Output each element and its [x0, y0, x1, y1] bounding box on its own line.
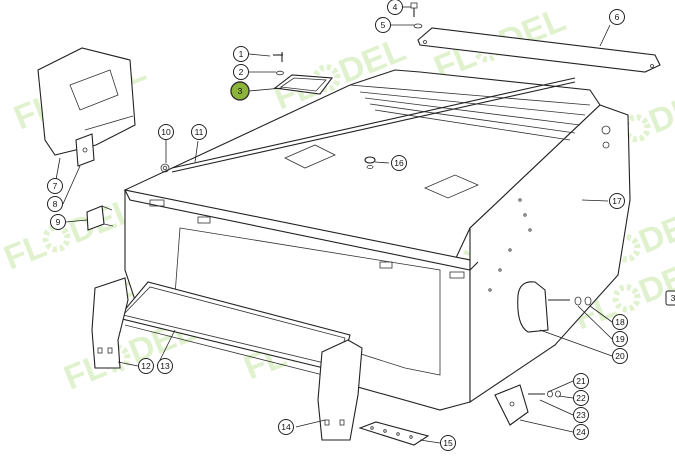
- callout-22[interactable]: 22: [573, 390, 589, 406]
- front-beam: [117, 281, 351, 379]
- callout-number: 4: [393, 2, 398, 12]
- callout-circle: [158, 124, 174, 140]
- callout-number: 19: [615, 334, 625, 344]
- callout-circle: [612, 348, 628, 364]
- callout-number: 20: [615, 351, 625, 361]
- callout-circle: [573, 407, 589, 423]
- front-recess: [174, 227, 441, 376]
- edge-callout-label: 3: [671, 293, 675, 303]
- callout-1[interactable]: 1: [233, 46, 249, 62]
- callout-circle: [233, 46, 249, 62]
- callout-number: 15: [443, 438, 453, 448]
- plug: [364, 156, 376, 169]
- callout-number: 2: [239, 67, 244, 77]
- callout-9[interactable]: 9: [50, 214, 66, 230]
- right-side-panel: [469, 104, 631, 404]
- callout-10[interactable]: 10: [158, 124, 174, 140]
- callout-number: 6: [615, 12, 620, 22]
- callout-number: 22: [576, 393, 586, 403]
- callout-15[interactable]: 15: [440, 435, 456, 451]
- callout-5[interactable]: 5: [375, 17, 391, 33]
- callout-number: 24: [576, 427, 586, 437]
- callout-number: 17: [612, 196, 622, 206]
- callout-23[interactable]: 23: [573, 407, 589, 423]
- callout-circle: [50, 214, 66, 230]
- callout-20[interactable]: 20: [612, 348, 628, 364]
- callout-number: 5: [381, 20, 386, 30]
- callout-number: 8: [53, 199, 58, 209]
- deck-hatch-right: [423, 174, 480, 199]
- callout-circle: [375, 17, 391, 33]
- callout-19[interactable]: 19: [612, 331, 628, 347]
- callout-number: 1: [239, 49, 244, 59]
- callout-circle: [612, 314, 628, 330]
- lower-right-bracket: [494, 384, 561, 426]
- callout-number: 13: [160, 361, 170, 371]
- callout-circle: [278, 419, 294, 435]
- hinge-strip: [358, 421, 430, 446]
- main-frame: [123, 69, 631, 411]
- callout-4[interactable]: 4: [387, 0, 403, 15]
- callout-14[interactable]: 14: [278, 419, 294, 435]
- callout-18[interactable]: 18: [612, 314, 628, 330]
- callout-number: 23: [576, 410, 586, 420]
- cover-plate: [417, 27, 661, 73]
- callout-number: 18: [615, 317, 625, 327]
- callout-number: 14: [281, 422, 291, 432]
- callout-circle: [387, 0, 403, 15]
- callout-circle: [230, 81, 250, 101]
- callout-circle: [157, 358, 173, 374]
- callout-21[interactable]: 21: [573, 373, 589, 389]
- tie-rod: [160, 77, 576, 173]
- callout-circle: [233, 64, 249, 80]
- callout-3[interactable]: 3: [230, 81, 250, 101]
- callout-circle: [612, 331, 628, 347]
- right-leg-bracket: [317, 339, 363, 441]
- callout-circle: [47, 196, 63, 212]
- callout-circle: [191, 124, 207, 140]
- callout-11[interactable]: 11: [191, 124, 207, 140]
- side-pad: [517, 281, 592, 333]
- callout-6[interactable]: 6: [609, 9, 625, 25]
- callout-number: 7: [53, 181, 58, 191]
- callout-13[interactable]: 13: [157, 358, 173, 374]
- left-bracket-plate: [37, 47, 136, 156]
- callout-7[interactable]: 7: [47, 178, 63, 194]
- top-bolt: [410, 2, 423, 29]
- callout-circle: [138, 358, 154, 374]
- callout-circle: [609, 9, 625, 25]
- edge-callout: 3: [665, 290, 675, 306]
- bracket-small: [75, 133, 95, 167]
- callout-16[interactable]: 16: [391, 155, 407, 171]
- callout-24[interactable]: 24: [573, 424, 589, 440]
- hatch-cover: [273, 52, 334, 95]
- callout-circle: [573, 424, 589, 440]
- callout-12[interactable]: 12: [138, 358, 154, 374]
- left-leg-bracket: [91, 277, 129, 369]
- callout-circle: [573, 390, 589, 406]
- leader-lines: [54, 6, 613, 444]
- callout-number: 11: [195, 127, 204, 137]
- callout-circle: [573, 373, 589, 389]
- callout-number: 10: [161, 127, 171, 137]
- callout-17[interactable]: 17: [609, 193, 625, 209]
- callout-8[interactable]: 8: [47, 196, 63, 212]
- callout-number: 12: [141, 361, 151, 371]
- callout-number: 3: [238, 86, 243, 96]
- callout-number: 21: [576, 376, 586, 386]
- callout-number: 16: [394, 158, 404, 168]
- callout-circle: [440, 435, 456, 451]
- callout-circle: [609, 193, 625, 209]
- callout-number: 9: [56, 217, 61, 227]
- svg-text:FL: FL: [0, 227, 52, 278]
- clip-bracket: [86, 205, 114, 231]
- callout-circle: [391, 155, 407, 171]
- callout-2[interactable]: 2: [233, 64, 249, 80]
- callout-circle: [47, 178, 63, 194]
- deck-hatch-left: [284, 144, 336, 169]
